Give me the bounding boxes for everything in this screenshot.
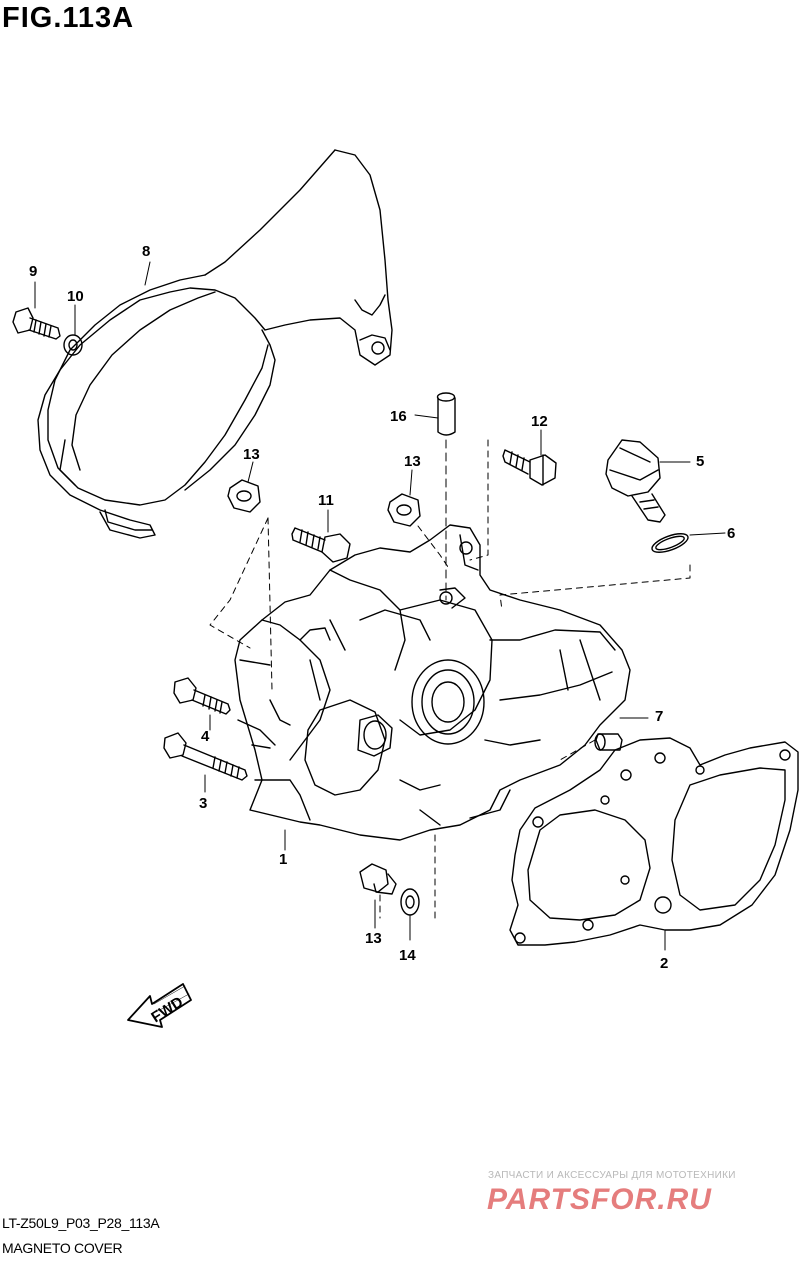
figure-name: MAGNETO COVER xyxy=(2,1240,123,1256)
fwd-arrow: FWD xyxy=(127,983,192,1028)
callout-14: 13 xyxy=(365,930,382,947)
nut-13-right xyxy=(387,493,421,527)
callout-10: 10 xyxy=(67,288,84,305)
o-ring-6 xyxy=(651,533,689,553)
watermark-tagline: ЗАПЧАСТИ И АКСЕССУАРЫ ДЛЯ МОТОТЕХНИКИ xyxy=(488,1170,736,1181)
bolt-9 xyxy=(12,307,61,340)
callout-9: 9 xyxy=(29,263,38,280)
callout-1: 1 xyxy=(279,851,288,868)
callout-3: 3 xyxy=(199,795,208,812)
callout-5: 5 xyxy=(696,453,705,470)
callout-12: 12 xyxy=(531,413,548,430)
bolt-14 xyxy=(359,863,397,895)
callout-13-left: 13 xyxy=(243,446,260,463)
callout-4: 4 xyxy=(201,728,210,745)
washer-10 xyxy=(63,334,83,356)
callout-16: 16 xyxy=(390,408,407,425)
oil-plug-5 xyxy=(605,439,666,523)
bolt-11 xyxy=(291,527,351,563)
nut-13-left xyxy=(227,479,261,513)
dowel-pin-16 xyxy=(436,392,456,601)
figure-code: LT-Z50L9_P03_P28_113A xyxy=(2,1215,160,1231)
gasket xyxy=(509,737,799,946)
callout-6: 6 xyxy=(727,525,736,542)
callout-13-right: 13 xyxy=(404,453,421,470)
dashed-leaders xyxy=(209,439,691,919)
callout-7: 7 xyxy=(655,708,664,725)
crankcase-cover xyxy=(234,524,631,841)
dowel-7 xyxy=(594,733,623,751)
callout-11: 11 xyxy=(318,492,334,509)
figure-title: FIG.113A xyxy=(2,2,135,34)
callout-2: 2 xyxy=(660,955,669,972)
magneto-cover-guard xyxy=(37,149,393,539)
bolt-3 xyxy=(163,732,248,781)
callout-8: 8 xyxy=(142,243,151,260)
callout-leaders xyxy=(34,261,726,951)
washer-15 xyxy=(400,888,420,916)
bolt-4 xyxy=(173,677,231,715)
callout-15: 14 xyxy=(399,947,416,964)
bolt-12 xyxy=(502,449,557,486)
watermark-logo: PARTSFOR.RU xyxy=(487,1183,712,1216)
